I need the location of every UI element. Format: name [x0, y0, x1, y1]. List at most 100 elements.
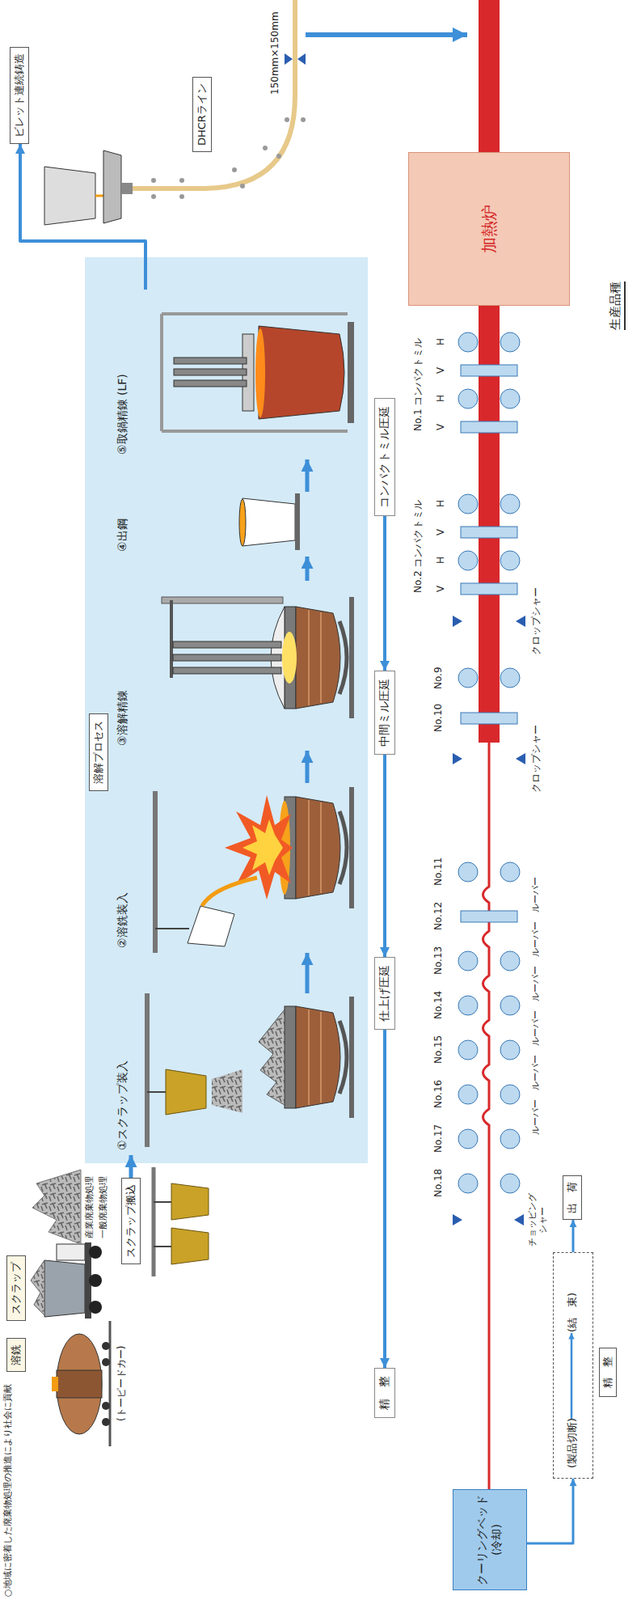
scrap-truck — [88, 1244, 102, 1258]
stand-number: No.9 — [432, 666, 444, 689]
billet-caster — [262, 145, 268, 151]
melting-furnace — [172, 641, 282, 648]
scrap-truck — [44, 1259, 85, 1316]
rolling-line — [500, 861, 520, 882]
torpedo-car — [101, 1341, 110, 1350]
rolling-line — [460, 582, 518, 595]
node-text: ビレット連続鋳造 — [12, 53, 27, 138]
node-text: 出 荷 — [565, 1180, 580, 1213]
hot-metal-charging — [202, 877, 258, 906]
rolling-line — [452, 615, 526, 1225]
shear-label: クロップシャー — [530, 724, 542, 793]
scrap-crane — [153, 1200, 172, 1202]
torpedo-car — [109, 1319, 112, 1446]
rolling-line — [458, 1128, 478, 1148]
node-text: ③溶解精錬 — [113, 684, 133, 751]
rolling-line — [500, 388, 520, 409]
billet-caster — [240, 183, 245, 189]
pile-label: 産業廃棄物処理 — [84, 1173, 95, 1240]
torpedo-car — [101, 1400, 110, 1409]
scrap-crane — [153, 1244, 172, 1247]
stage-box: 精 整 — [374, 1366, 396, 1417]
scrap-truck — [30, 1241, 102, 1318]
roll-letter: H — [434, 337, 447, 346]
flow-arrow — [383, 515, 387, 671]
scrap-charging — [211, 1068, 243, 1113]
rolling-line — [458, 861, 478, 882]
rolling-line — [458, 332, 478, 352]
looper-label: ルーパー — [530, 876, 541, 912]
billet-caster — [276, 153, 282, 159]
process-box: ビレット連続鋳造 — [9, 46, 30, 144]
billet-caster — [305, 32, 468, 38]
rolling-line — [483, 740, 490, 1489]
dimension-label: 150mm×150mm — [269, 11, 281, 95]
ladle-furnace — [161, 429, 348, 433]
process-band — [84, 257, 368, 1163]
rolling-line — [458, 667, 478, 688]
roll-letter: H — [434, 556, 447, 564]
looper-label: ルーパー — [530, 1009, 541, 1046]
node-text: スクラップ — [8, 1260, 24, 1314]
scrap-truck — [88, 1299, 102, 1313]
stand-number: No.13 — [432, 945, 444, 975]
looper-label: ルーパー — [530, 1098, 541, 1135]
process-band: 溶解プロセス①スクラップ装入②溶銑装入③溶解精錬④出鋼⑤取鍋精錬 (LF) — [84, 257, 368, 1163]
roll-letter: V — [434, 366, 447, 374]
stage-box: コンパクトミル圧延 — [374, 397, 396, 516]
scrap-crane — [151, 1166, 157, 1276]
billet-caster — [121, 182, 133, 194]
stage-box: 仕上げ圧延 — [374, 956, 396, 1029]
ladle-furnace — [258, 325, 345, 419]
node-text: 精 整 — [598, 1346, 617, 1396]
node-text: (製品切断) — [565, 1416, 580, 1468]
torpedo-car — [101, 1416, 110, 1426]
rolling-line — [460, 364, 518, 376]
melting-furnace — [161, 596, 283, 604]
melting-furnace — [161, 596, 355, 718]
rolling-line — [500, 1039, 520, 1059]
scrap-truck — [56, 1243, 85, 1260]
mill-label: No.2 コンパクトミル — [412, 499, 424, 593]
rolling-line — [460, 910, 518, 922]
roll-letter: V — [434, 423, 447, 431]
billet-caster — [231, 167, 237, 173]
rolling-line — [500, 1083, 520, 1104]
billet-caster — [284, 53, 306, 65]
torpedo-car — [51, 1319, 110, 1446]
flow-arrow — [129, 1154, 134, 1177]
source-box: 溶銑 — [6, 1336, 26, 1371]
node-text: ④出鋼 — [113, 513, 133, 557]
stand-number: No.18 — [432, 1168, 444, 1197]
furnace-box: 加熱炉 — [408, 151, 570, 306]
scrap-pile — [32, 1168, 81, 1244]
roll-letter: H — [434, 499, 447, 507]
process-step: ③溶解精錬 — [113, 580, 364, 751]
rolling-line — [500, 332, 520, 352]
flow-arrow — [305, 459, 310, 492]
process-step: ④出鋼 — [113, 491, 364, 557]
billet-caster — [284, 117, 290, 123]
rolling-line — [500, 1128, 520, 1148]
stand-number: No.14 — [432, 990, 444, 1019]
tapping-ladle — [295, 493, 300, 550]
rolling-line — [458, 332, 520, 1193]
looper-label: ルーパー — [530, 965, 541, 1001]
torpedo-car — [56, 1369, 102, 1397]
hot-metal-charging — [155, 786, 355, 953]
scrap-crane — [171, 1227, 209, 1264]
rolling-line — [500, 550, 520, 570]
process-box: スクラップ搬込 — [121, 1176, 141, 1264]
billet-caster — [103, 150, 122, 224]
billet-caster — [151, 177, 157, 183]
hot-metal-charging — [242, 818, 283, 875]
node-text: (結 束) — [565, 1291, 580, 1332]
rolling-line — [460, 526, 518, 538]
billet-caster — [300, 117, 306, 123]
rolling-line — [460, 712, 518, 724]
process-step: ②溶銑装入 — [113, 782, 364, 953]
cooling-bed-box: クーリングベッド (冷却) — [452, 1488, 528, 1590]
node-text: スクラップ搬込 — [123, 1183, 139, 1257]
torpedo-label: (トーピードカー) — [115, 1345, 127, 1421]
process-text: (製品切断) — [565, 1416, 580, 1468]
